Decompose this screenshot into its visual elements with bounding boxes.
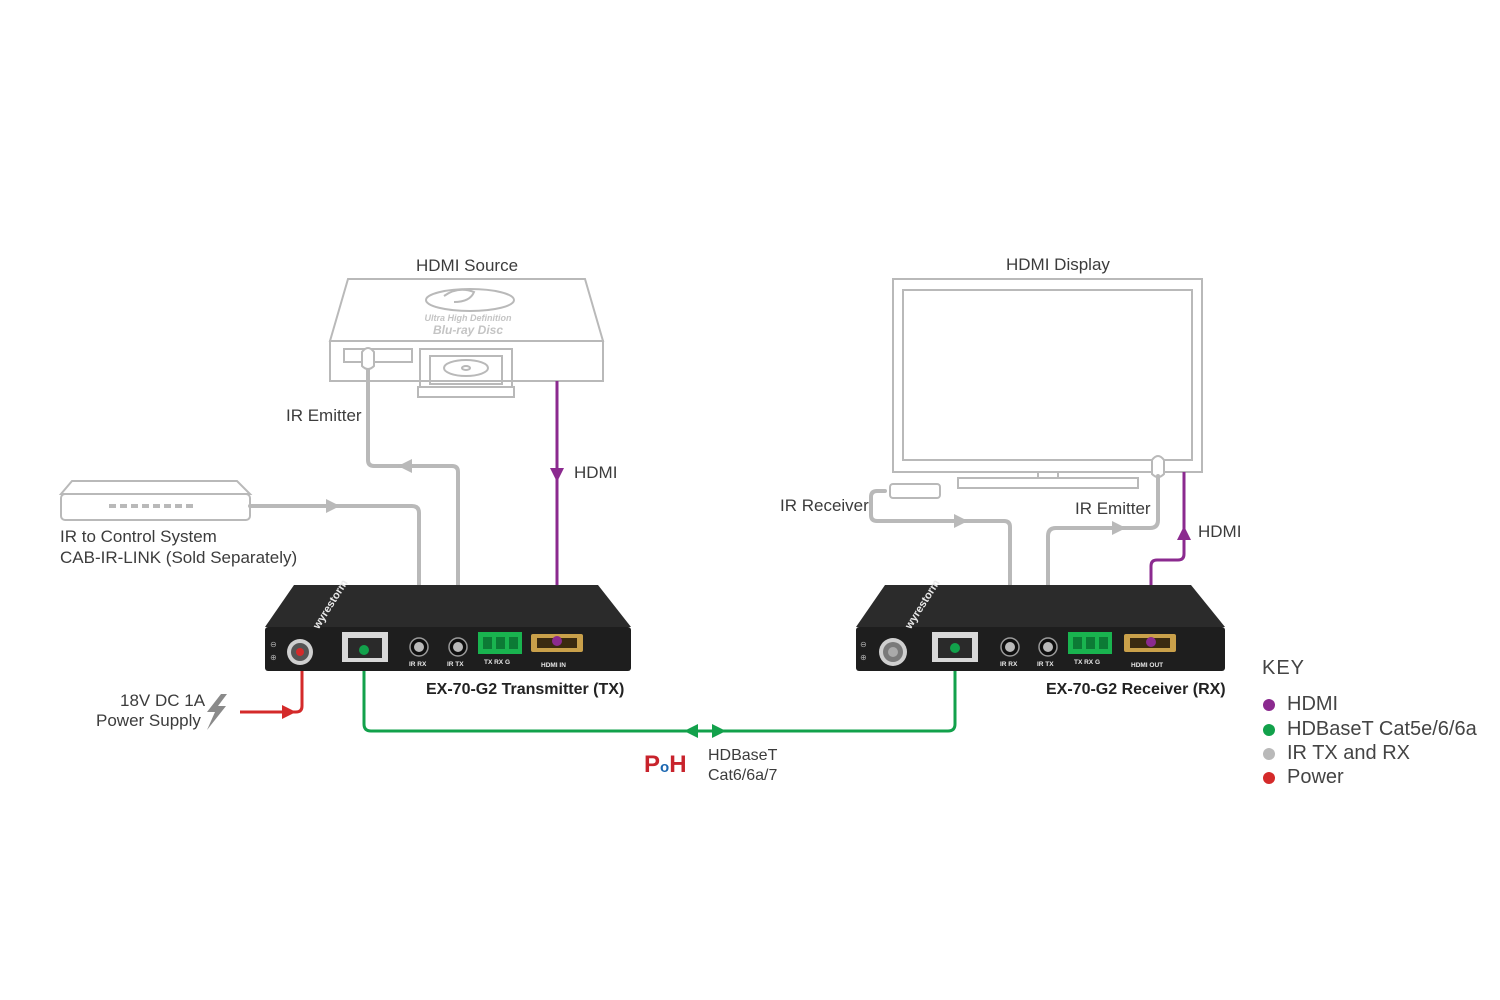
legend-item-hdmi: HDMI: [1263, 693, 1338, 716]
legend-item-power: Power: [1263, 766, 1344, 789]
legend-title: KEY: [1262, 657, 1306, 679]
hdbaset-label-line2: Cat6/6a/7: [708, 767, 778, 784]
ir-cables: [248, 368, 1160, 642]
svg-text:IR RX: IR RX: [1000, 661, 1018, 668]
svg-text:IR RX: IR RX: [409, 661, 427, 668]
svg-text:IR TX: IR TX: [1037, 661, 1054, 668]
power-label-line2: Power Supply: [96, 711, 201, 730]
svg-text:Blu-ray Disc: Blu-ray Disc: [433, 323, 503, 337]
power-cable: [240, 652, 304, 714]
transmitter-device: wyrestorm IR RX IR TX TX RX G HDMI IN ⊖ …: [265, 577, 631, 671]
receiver-device: wyrestorm IR RX IR TX TX RX G HDMI OUT ⊖…: [856, 577, 1225, 671]
hdmi-source-label: HDMI Source: [416, 256, 519, 275]
legend-label: HDBaseT Cat5e/6/6a: [1287, 718, 1477, 740]
legend-label: Power: [1287, 766, 1344, 788]
ir-receiver-label: IR Receiver: [780, 496, 869, 515]
hdmi-rx-label: HDMI: [1198, 522, 1242, 541]
svg-text:IR TX: IR TX: [447, 661, 464, 668]
hdmi-display-label: HDMI Display: [1006, 255, 1110, 274]
legend-dot-hdmi: [1263, 698, 1275, 711]
hdmi-source-device: Ultra High Definition Blu-ray Disc: [328, 278, 605, 398]
svg-text:⊕: ⊕: [860, 653, 867, 662]
legend-item-hdbaset: HDBaseT Cat5e/6/6a: [1263, 718, 1477, 741]
transmitter-title: EX-70-G2 Transmitter (TX): [426, 681, 625, 698]
svg-text:TX RX G: TX RX G: [1074, 659, 1100, 666]
legend-dot-ir: [1263, 747, 1275, 760]
power-label-line1: 18V DC 1A: [120, 691, 206, 710]
legend-item-ir: IR TX and RX: [1263, 742, 1410, 765]
legend-label: HDMI: [1287, 693, 1339, 715]
svg-text:TX RX G: TX RX G: [484, 659, 510, 666]
control-system-label-line2: CAB-IR-LINK (Sold Separately): [60, 548, 298, 567]
hdbaset-cable: [362, 648, 957, 733]
hdbaset-bidirectional-arrow: [684, 724, 726, 738]
lightning-bolt-icon: [207, 694, 227, 730]
legend-label: IR TX and RX: [1287, 742, 1411, 764]
svg-text:⊖: ⊖: [860, 640, 867, 649]
hdmi-tx-label: HDMI: [574, 463, 618, 482]
receiver-title: EX-70-G2 Receiver (RX): [1046, 681, 1226, 698]
hdbaset-label-line1: HDBaseT: [708, 747, 778, 764]
ir-emitter-bulb-source: [361, 347, 375, 370]
svg-text:⊕: ⊕: [270, 653, 277, 662]
control-system-device: [58, 480, 253, 521]
legend-dot-hdbaset: [1263, 723, 1275, 736]
legend-dot-power: [1263, 771, 1275, 784]
poh-logo: PoH: [644, 751, 687, 778]
hdmi-display-device: [892, 278, 1203, 489]
power-arrow: [282, 705, 296, 719]
ir-emitter-tx-label: IR Emitter: [286, 406, 362, 425]
hdmi-arrows: [550, 468, 1191, 540]
ir-emitter-rx-label: IR Emitter: [1075, 499, 1151, 518]
ir-receiver-eye: [889, 483, 941, 499]
control-system-label-line1: IR to Control System: [60, 527, 217, 546]
svg-text:HDMI OUT: HDMI OUT: [1131, 662, 1163, 669]
ir-direction-arrows: [326, 459, 1126, 535]
svg-text:HDMI IN: HDMI IN: [541, 662, 566, 669]
svg-text:⊖: ⊖: [270, 640, 277, 649]
svg-text:Ultra High Definition: Ultra High Definition: [425, 313, 512, 323]
ir-emitter-bulb-display: [1151, 455, 1165, 478]
